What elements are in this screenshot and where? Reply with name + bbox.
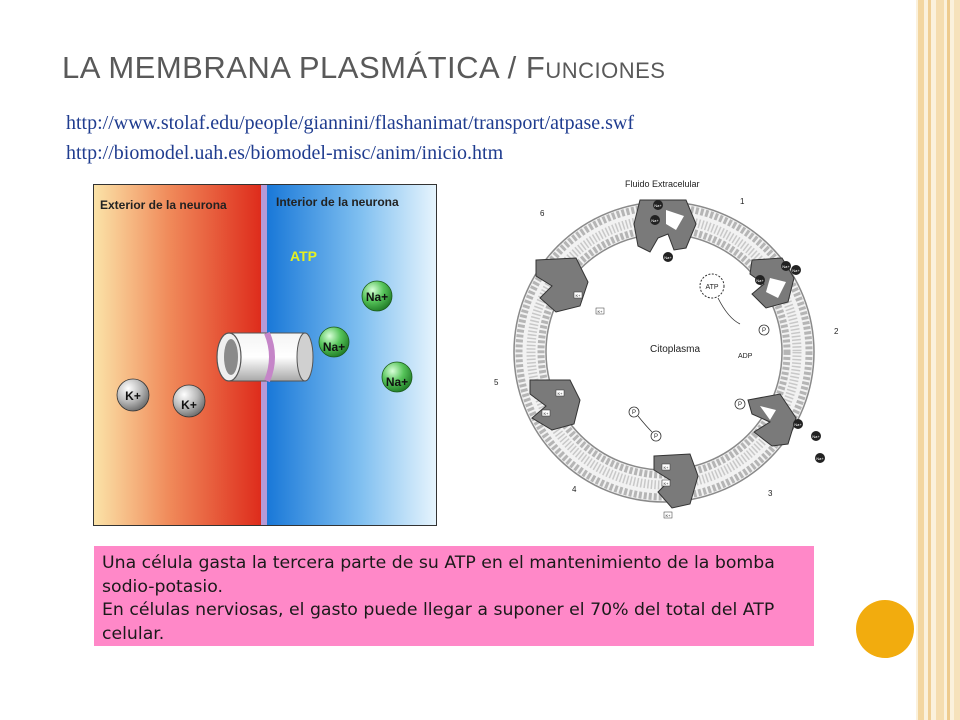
k-ion-1: K+ — [125, 389, 141, 403]
sodium-potassium-pump-cycle: Fluido Extracelular Citoplasma 1 2 3 4 5… — [494, 179, 839, 519]
na-ion-3: Na+ — [386, 375, 408, 389]
atp-label: ATP — [290, 248, 317, 264]
title-main: LA MEMBRANA PLASMÁTICA / — [62, 50, 526, 85]
pump-energy-note: Una célula gasta la tercera parte de su … — [94, 546, 814, 646]
atp-label-right: ATP — [705, 284, 718, 291]
na-ion-r-a: Na+ — [794, 422, 802, 427]
exterior-label: Exterior de la neurona — [100, 198, 227, 212]
step-6: 6 — [540, 209, 545, 218]
k-ion-b-b: K+ — [663, 481, 669, 486]
cytoplasm-label: Citoplasma — [650, 344, 700, 355]
na-ion-ur-c: Na+ — [756, 278, 764, 283]
step-4: 4 — [572, 485, 577, 494]
link-biomodel[interactable]: http://biomodel.uah.es/biomodel-misc/ani… — [66, 142, 504, 164]
note-line-1: Una célula gasta la tercera parte de su … — [102, 553, 775, 597]
neuron-pump-diagram: Exterior de la neurona Interior de la ne… — [93, 184, 437, 526]
na-ion-top-c: Na+ — [664, 255, 672, 260]
k-ion-lu-a: K+ — [575, 293, 581, 298]
ion-channel — [216, 331, 314, 383]
na-ion-ur-a: Na+ — [782, 264, 790, 269]
step-1: 1 — [740, 197, 745, 206]
cell-membrane-ring — [513, 201, 815, 503]
phosphate-4: P — [654, 434, 658, 440]
k-ion-b-c: K+ — [665, 513, 671, 518]
pump-protein-left-lower: K+ K+ — [529, 379, 581, 431]
k-ion-ll-a: K+ — [557, 391, 563, 396]
na-ion-top-b: Na+ — [651, 218, 659, 223]
step-2: 2 — [834, 327, 839, 336]
na-ion-ur-b: Na+ — [792, 268, 800, 273]
interior-label: Interior de la neurona — [276, 195, 399, 209]
na-ion-top-a: Na+ — [654, 203, 662, 208]
k-ion-ll-b: K+ — [543, 411, 549, 416]
note-line-2: En células nerviosas, el gasto puede lle… — [102, 600, 775, 644]
link-stolaf[interactable]: http://www.stolaf.edu/people/giannini/fl… — [66, 112, 635, 134]
pump-protein-left-upper: K+ K+ — [535, 257, 605, 315]
decorative-circle — [856, 600, 914, 658]
step-3: 3 — [768, 489, 773, 498]
na-ion-2: Na+ — [323, 340, 345, 354]
atp-hydrolysis: ATP P ADP — [699, 273, 770, 360]
decorative-stripes — [916, 0, 960, 720]
step-5: 5 — [494, 378, 499, 387]
k-ion-b-a: K+ — [663, 465, 669, 470]
phosphate-3: P — [632, 410, 636, 416]
na-ion-r-c: Na+ — [816, 456, 824, 461]
k-ion-2: K+ — [181, 398, 197, 412]
na-ion-1: Na+ — [366, 290, 388, 304]
phosphate-2: P — [738, 402, 742, 408]
pump-protein-bottom: K+ K+ K+ — [653, 453, 699, 519]
k-ion-lu-b: K+ — [597, 309, 603, 314]
adp-label: ADP — [738, 353, 753, 360]
title-cap: F — [525, 50, 546, 85]
phosphate-1: P — [762, 328, 766, 334]
extracellular-label: Fluido Extracelular — [625, 179, 700, 189]
na-ion-r-b: Na+ — [812, 434, 820, 439]
title-smallcaps: UNCIONES — [545, 58, 666, 83]
slide-title: LA MEMBRANA PLASMÁTICA / FUNCIONES — [62, 50, 665, 86]
pump-protein-upper-right: Na+ Na+ Na+ — [749, 257, 801, 309]
pump-protein-top: Na+ Na+ Na+ — [633, 199, 697, 262]
pump-protein-right: P Na+ Na+ Na+ — [734, 393, 825, 463]
